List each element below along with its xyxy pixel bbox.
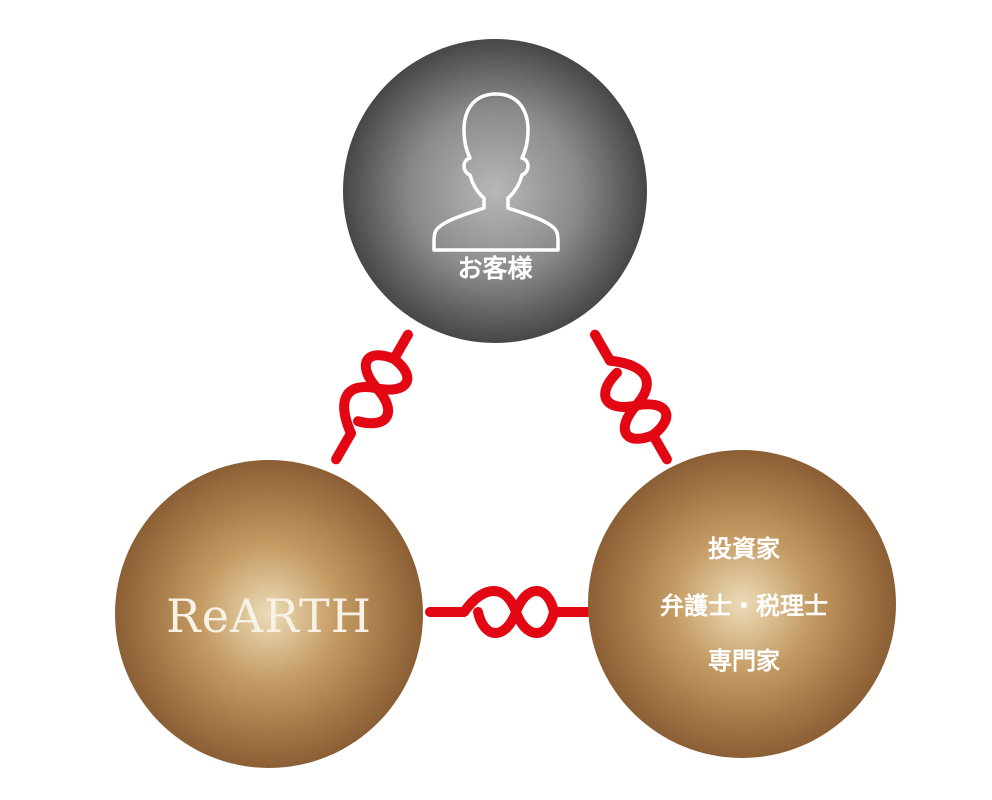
customer-label: お客様 — [457, 254, 533, 283]
experts-label-line-3: 専門家 — [708, 647, 780, 675]
knot-icon — [331, 329, 413, 465]
experts-label-line-1: 投資家 — [708, 535, 780, 563]
rearth-label: ReARTH — [166, 589, 372, 643]
person-icon — [432, 92, 560, 252]
knot-icon — [425, 586, 593, 638]
experts-label-line-2: 弁護士・税理士 — [660, 592, 828, 620]
customer-node: お客様 — [343, 39, 647, 343]
knot-icon — [590, 329, 672, 465]
rearth-node: ReARTH — [115, 460, 423, 768]
experts-node: 投資家 弁護士・税理士 専門家 — [588, 450, 896, 758]
